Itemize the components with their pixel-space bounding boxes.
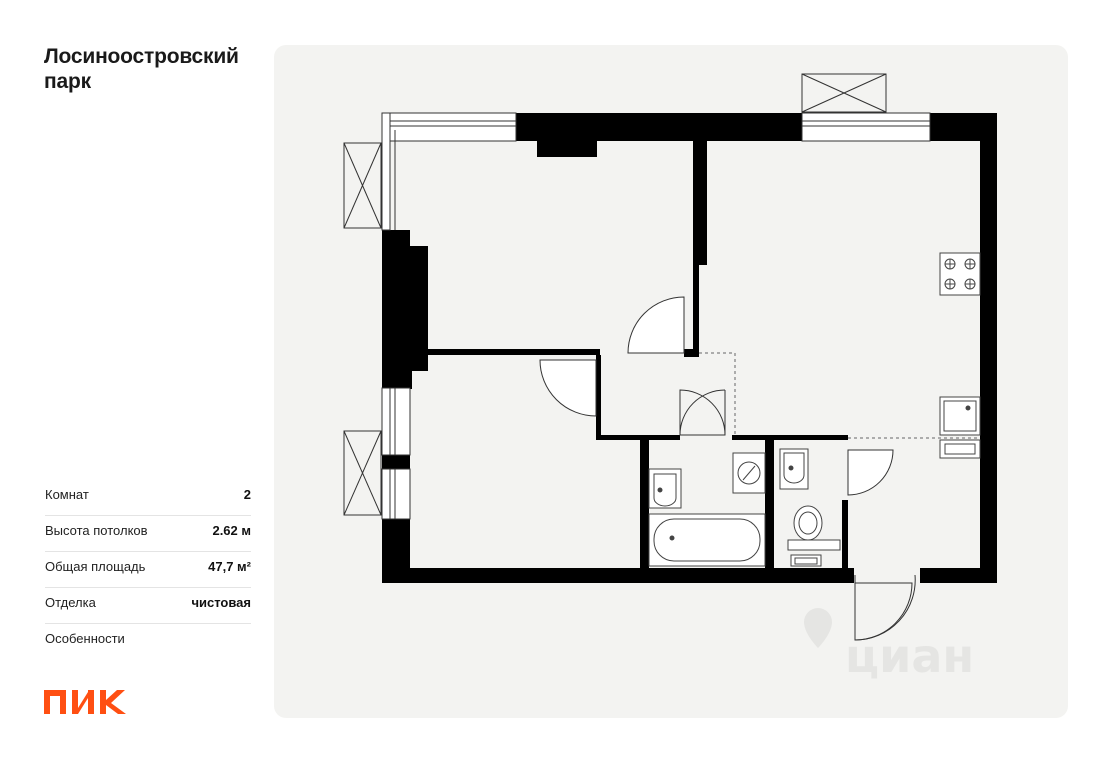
spec-features-label: Особенности [45, 631, 125, 646]
windows [381, 112, 931, 520]
cian-pin-icon [804, 608, 832, 648]
kitchen-sink-icon [939, 396, 981, 436]
spec-rooms: Комнат 2 [45, 480, 251, 516]
bathroom-fixtures [648, 448, 841, 567]
spec-finish: Отделка чистовая [45, 588, 251, 624]
toilet-tank-icon [787, 539, 841, 551]
walls [382, 113, 997, 583]
spec-ceiling-value: 2.62 м [212, 523, 251, 538]
bathtub-icon [648, 513, 766, 567]
spec-area: Общая площадь 47,7 м² [45, 552, 251, 588]
spec-area-label: Общая площадь [45, 559, 146, 574]
zone-lines [699, 352, 980, 439]
cian-watermark: циан [804, 608, 974, 683]
toilet-icon [793, 505, 823, 541]
project-title: Лосиноостровский парк [44, 44, 274, 94]
apartment-specs: Комнат 2 Высота потолков 2.62 м Общая пл… [45, 480, 251, 660]
spec-rooms-value: 2 [243, 487, 251, 502]
spec-finish-value: чистовая [191, 595, 251, 610]
pik-logo-icon [44, 690, 126, 714]
stove-icon [939, 252, 981, 296]
spec-finish-label: Отделка [45, 595, 96, 610]
fridge-icon [939, 439, 981, 459]
spec-rooms-label: Комнат [45, 487, 89, 502]
kitchen-fixtures [939, 252, 981, 459]
spec-ceiling: Высота потолков 2.62 м [45, 516, 251, 552]
doors [539, 296, 916, 641]
wc-sink-icon [779, 448, 809, 490]
project-title-line2: парк [44, 70, 91, 93]
project-title-line1: Лосиноостровский [44, 45, 239, 68]
cian-watermark-text: циан [845, 629, 974, 683]
spec-ceiling-label: Высота потолков [45, 523, 148, 538]
wc-cabinet-icon [790, 554, 822, 567]
spec-features: Особенности [45, 624, 251, 660]
spec-area-value: 47,7 м² [208, 559, 251, 574]
ac-units [343, 73, 887, 516]
